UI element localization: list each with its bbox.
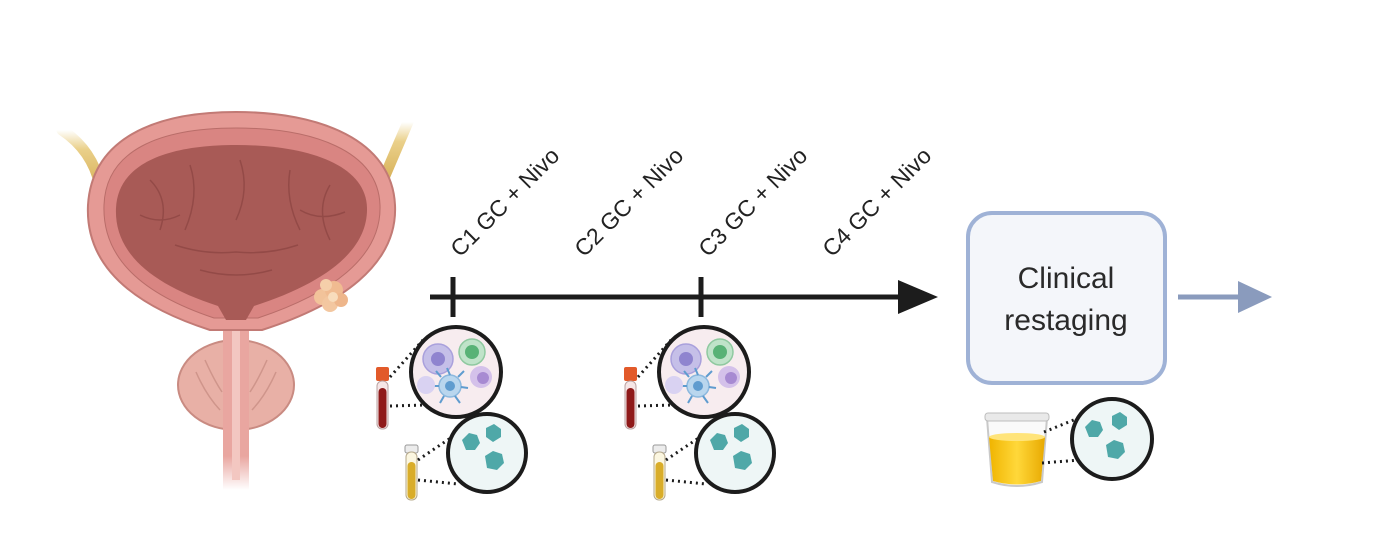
cycle-label-c1: C1 GC + Nivo bbox=[445, 142, 564, 261]
cycle-label-c4: C4 GC + Nivo bbox=[817, 142, 936, 261]
sampling-c3 bbox=[624, 325, 776, 501]
bladder-illustration bbox=[56, 110, 414, 490]
blood-tube-icon bbox=[376, 367, 389, 430]
timeline-arrowhead bbox=[898, 280, 938, 314]
urine-tube-icon bbox=[404, 444, 419, 501]
next-step-arrow bbox=[1178, 281, 1272, 313]
cycle-label-c2: C2 GC + Nivo bbox=[569, 142, 688, 261]
urine-ctdna-magnifier-icon bbox=[1070, 397, 1154, 481]
blood-tube-icon bbox=[624, 367, 637, 430]
immune-cells-magnifier-icon bbox=[657, 325, 751, 419]
sampling-c1 bbox=[376, 325, 528, 501]
tumor bbox=[314, 279, 348, 312]
restaging-label-line2: restaging bbox=[1004, 304, 1127, 337]
urine-cup-icon bbox=[984, 412, 1050, 487]
urine-tube-icon bbox=[652, 444, 667, 501]
restaging-label-line1: Clinical bbox=[1018, 262, 1115, 295]
cycle-label-c3: C3 GC + Nivo bbox=[693, 142, 812, 261]
right-ureter bbox=[378, 116, 414, 184]
treatment-timeline bbox=[430, 277, 938, 317]
ctdna-magnifier-icon bbox=[694, 412, 776, 494]
bladder-lumen bbox=[115, 145, 368, 306]
ctdna-magnifier-icon bbox=[446, 412, 528, 494]
restaging-box: Clinical restaging bbox=[966, 211, 1167, 385]
immune-cells-magnifier-icon bbox=[409, 325, 503, 419]
